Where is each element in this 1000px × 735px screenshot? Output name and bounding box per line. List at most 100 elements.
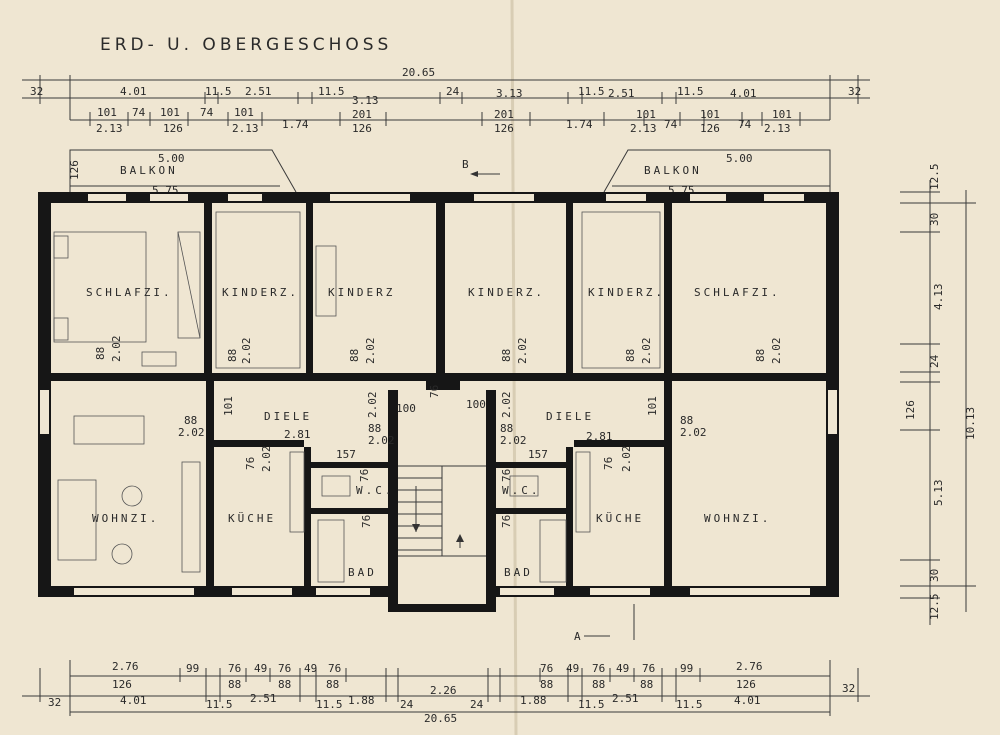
dim-right-6: 5.13: [932, 480, 945, 507]
dim-bot-r1t-7: 76: [328, 662, 341, 675]
dim-top-right-edge: 32: [848, 85, 861, 98]
dim-bot-r1t-3: 76: [228, 662, 241, 675]
dim-right-5: 126: [904, 400, 917, 420]
dim-right-2: 30: [928, 213, 941, 226]
room-label-kueche-left: KÜCHE: [228, 512, 276, 525]
door-dim-stair-d: 2.02: [500, 434, 527, 447]
dim-right-4: 24: [928, 354, 941, 368]
furniture: [53, 211, 661, 583]
dim-bot-r1t-5: 76: [278, 662, 291, 675]
balcony-right-label: BALKON: [644, 164, 702, 177]
room-label-wc-right: W.C.: [502, 484, 541, 497]
door-dim-wohn-left-a: 88: [184, 414, 197, 427]
door-dim-3b: 2.02: [364, 338, 377, 365]
door-dim-6a: 88: [754, 349, 767, 362]
door-dim-2a: 88: [226, 349, 239, 362]
balcony-left-width-top: 5.00: [158, 152, 185, 165]
dim-top-left-edge: 32: [30, 85, 43, 98]
dim-top-r2b-7: 1.74: [566, 118, 593, 131]
door-dim-5b: 2.02: [640, 338, 653, 365]
dim-top-r2t-1: 101: [97, 106, 117, 119]
dim-top-r2t-4: 74: [200, 106, 214, 119]
dim-top-r2b-2: 126: [163, 122, 183, 135]
door-dim-kueche-right-a: 76: [602, 457, 615, 470]
door-dim-kueche-right-b: 2.02: [620, 446, 633, 473]
dim-bot-r1t-14: 2.76: [736, 660, 763, 673]
dim-bot-r1t-4: 49: [254, 662, 267, 675]
windows: [40, 194, 837, 595]
door-dim-bad-right-a: 76: [500, 515, 513, 528]
door-dim-entry-left-b: 2.02: [366, 392, 379, 419]
dim-bot-r2-11: 2.51: [612, 692, 639, 705]
dim-top-r2t-5: 101: [234, 106, 254, 119]
section-marker-b-arrowhead: [470, 171, 478, 177]
dim-bot-r1b-4: 88: [326, 678, 339, 691]
door-dim-diele-left: 101: [222, 396, 235, 416]
room-label-bad-left: BAD: [348, 566, 377, 579]
dim-top-r2b-8: 2.13: [630, 122, 657, 135]
room-label-wohnzi-right: WOHNZI.: [704, 512, 771, 525]
dim-top-r2t-2: 74: [132, 106, 146, 119]
room-label-diele-left: DIELE: [264, 410, 312, 423]
diele-length-left: 2.81: [284, 428, 311, 441]
door-dim-entry-right-b: 2.02: [500, 392, 513, 419]
door-dim-wohn-right-b: 2.02: [680, 426, 707, 439]
dim-bot-r2-4: 11.5: [316, 698, 343, 711]
dim-top-r2t-3: 101: [160, 106, 180, 119]
door-dim-3a: 88: [348, 349, 361, 362]
dim-bot-r2-1: 4.01: [120, 694, 147, 707]
dim-bot-total: 20.65: [424, 712, 457, 725]
dim-bot-r1b-2: 88: [228, 678, 241, 691]
dim-top-r1-4: 11.5: [318, 85, 345, 98]
door-dim-1b: 2.02: [110, 336, 123, 363]
dim-bot-r1t-12: 76: [642, 662, 655, 675]
balcony-left-label: BALKON: [120, 164, 178, 177]
dim-bot-r2-9: 1.88: [520, 694, 547, 707]
dim-top-r2b-5: 126: [352, 122, 372, 135]
right-dimensions: [900, 180, 976, 625]
room-label-schlafzi-left: SCHLAFZI.: [86, 286, 173, 299]
dim-bot-r2-2: 11.5: [206, 698, 233, 711]
door-dim-stair-b: 2.02: [368, 434, 395, 447]
dim-right-7: 30: [928, 569, 941, 582]
dim-top-r1-1: 4.01: [120, 85, 147, 98]
door-dim-diele-right: 101: [646, 396, 659, 416]
dim-top-r2t-8: 101: [636, 108, 656, 121]
dim-bot-r1b-7: 88: [640, 678, 653, 691]
dim-top-r1-8: 11.5: [578, 85, 605, 98]
door-dim-landing: 76: [428, 385, 441, 398]
drawing-title: ERD- U. OBERGESCHOSS: [100, 35, 392, 55]
room-label-diele-right: DIELE: [546, 410, 594, 423]
door-dim-wc-right-157: 157: [528, 448, 548, 461]
dim-top-total: 20.65: [402, 66, 435, 79]
door-dim-kueche-left-a: 76: [244, 457, 257, 470]
dim-top-r2t-11: 74: [738, 118, 752, 131]
dim-right-8: 12.5: [928, 594, 941, 621]
room-label-wohnzi-left: WOHNZI.: [92, 512, 159, 525]
dim-bot-r2-12: 11.5: [676, 698, 703, 711]
balcony-left: [69, 149, 297, 193]
dim-bot-r1t-10: 76: [592, 662, 605, 675]
section-marker-b: B: [462, 158, 469, 171]
dim-top-r1-2: 11.5: [205, 85, 232, 98]
door-dim-wc-left-a: 76: [358, 469, 371, 482]
balcony-left-depth: 126: [68, 160, 81, 180]
dim-bot-r2-6: 24: [400, 698, 414, 711]
dim-top-r2t-10: 101: [700, 108, 720, 121]
dim-bot-r2-5: 1.88: [348, 694, 375, 707]
room-label-kinderz-3: KINDERZ.: [468, 286, 545, 299]
dim-bot-r2-13: 4.01: [734, 694, 761, 707]
door-dim-wc-right-a: 76: [500, 469, 513, 482]
door-dim-4b: 2.02: [516, 338, 529, 365]
dim-top-r2b-3: 2.13: [232, 122, 259, 135]
dim-bot-left-edge: 32: [48, 696, 61, 709]
door-dim-wohn-right-a: 88: [680, 414, 693, 427]
door-dim-6b: 2.02: [770, 338, 783, 365]
dim-top-r2b-10: 2.13: [764, 122, 791, 135]
dim-top-r1-3: 2.51: [245, 85, 272, 98]
dim-right-3: 4.13: [932, 284, 945, 311]
dim-top-r2t-12: 101: [772, 108, 792, 121]
door-dim-5a: 88: [624, 349, 637, 362]
dim-bot-r2-3: 2.51: [250, 692, 277, 705]
dim-bot-r1b-1: 126: [112, 678, 132, 691]
